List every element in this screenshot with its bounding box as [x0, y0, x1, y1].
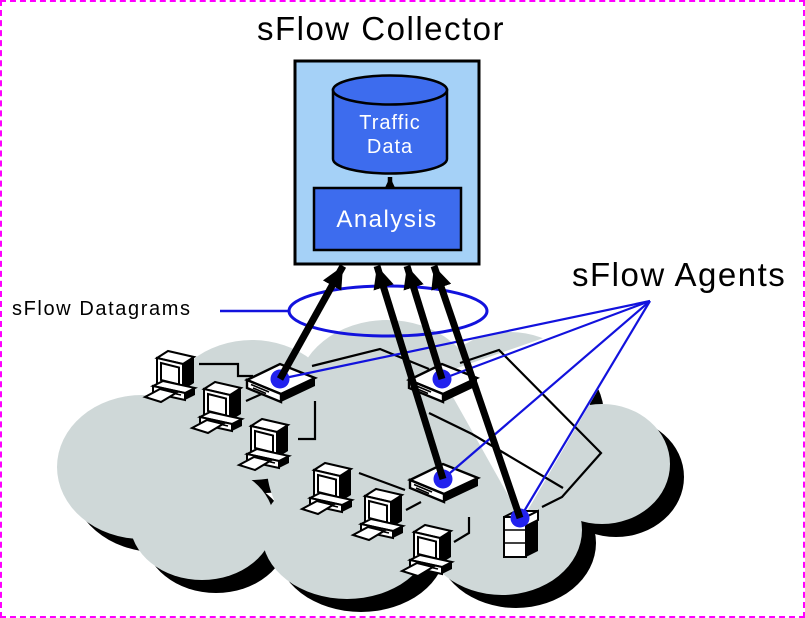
agent-pointer-lines	[279, 299, 651, 519]
computer-icon	[144, 350, 196, 403]
analysis-block: Analysis	[312, 186, 463, 252]
agent-line	[441, 299, 651, 381]
lan-link	[459, 348, 603, 508]
datagram-arrow	[403, 264, 446, 381]
collector-box: Traffic Data Analysis	[293, 59, 481, 266]
diagram-title: sFlow Collector	[256, 10, 506, 47]
datagram-arrow	[430, 264, 524, 520]
analysis-label: Analysis	[336, 206, 437, 233]
traffic-db-label-line2: Data	[367, 136, 413, 158]
datagram-arrow	[373, 264, 447, 481]
lan-link	[298, 401, 317, 441]
lan-link	[311, 347, 430, 371]
agents-beam-highlight	[440, 301, 650, 520]
agent-line	[519, 300, 651, 519]
lan-links	[199, 347, 603, 543]
agents-label: sFlow Agents	[572, 256, 787, 293]
lan-link	[358, 471, 406, 492]
datagram-arrow	[276, 264, 347, 381]
datagrams-label: sFlow Datagrams	[12, 298, 192, 320]
lan-link	[453, 517, 471, 543]
agent-line	[279, 299, 651, 381]
cylinder-body	[331, 88, 449, 175]
cylinder-top	[331, 74, 449, 106]
traffic-db-label-line1: Traffic	[359, 112, 420, 134]
lan-link	[199, 362, 253, 378]
lan-link	[428, 412, 564, 489]
lan-link	[405, 501, 422, 511]
analysis-box	[312, 186, 463, 252]
datagram-arrows	[276, 264, 524, 520]
agent-line	[442, 300, 651, 480]
traffic-database-cylinder: Traffic Data	[331, 74, 449, 175]
